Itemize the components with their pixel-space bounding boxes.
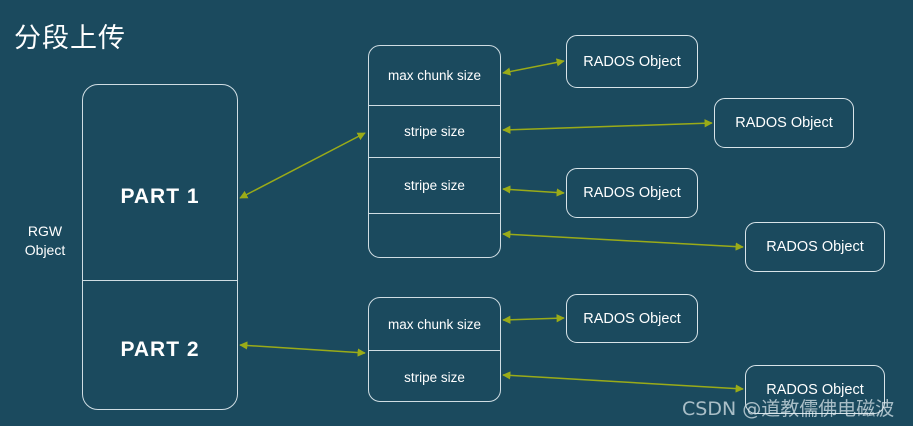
part-1-label: PART 1: [120, 185, 200, 208]
rados-object-box: RADOS Object: [745, 365, 885, 414]
part-2-chunk-box: max chunk size stripe size: [368, 297, 501, 402]
part-2-label: PART 2: [120, 338, 200, 361]
chunk-row-empty: [369, 213, 500, 257]
arrow-stripe-size-to-rados-2: [502, 119, 713, 134]
chunk-row-max-chunk-size: max chunk size: [387, 68, 482, 83]
rados-object-box: RADOS Object: [566, 294, 698, 343]
arrow-max-chunk-size-to-rados-1: [502, 58, 565, 76]
rgw-object-label: RGW Object: [12, 222, 78, 260]
part-1-chunk-box: max chunk size stripe size stripe size: [368, 45, 501, 258]
arrow-part1-to-chunkbox: [239, 132, 366, 199]
rgw-object-label-line-2: Object: [24, 242, 66, 258]
rados-object-box: RADOS Object: [566, 35, 698, 88]
rados-object-box: RADOS Object: [714, 98, 854, 148]
arrow-max-chunk-size-to-rados-5: [502, 314, 565, 324]
arrow-chunk-row-to-rados-4: [502, 230, 744, 251]
rgw-object-box: [82, 84, 238, 410]
chunk-row-max-chunk-size: max chunk size: [387, 316, 482, 332]
rgw-part-divider: [82, 280, 238, 281]
rados-object-box: RADOS Object: [745, 222, 885, 272]
arrow-stripe-size-to-rados-3: [502, 185, 565, 197]
page-title: 分段上传: [14, 23, 126, 54]
rgw-object-label-line-1: RGW: [27, 223, 63, 239]
arrow-part2-to-chunkbox: [239, 341, 366, 357]
chunk-row-stripe-size: stripe size: [369, 105, 500, 157]
chunk-row-stripe-size: stripe size: [369, 157, 500, 213]
chunk-row-stripe-size: stripe size: [369, 350, 500, 401]
arrow-stripe-size-to-rados-6: [502, 371, 744, 393]
watermark: CSDN @道教儒佛电磁波: [682, 398, 895, 420]
rados-object-box: RADOS Object: [566, 168, 698, 218]
